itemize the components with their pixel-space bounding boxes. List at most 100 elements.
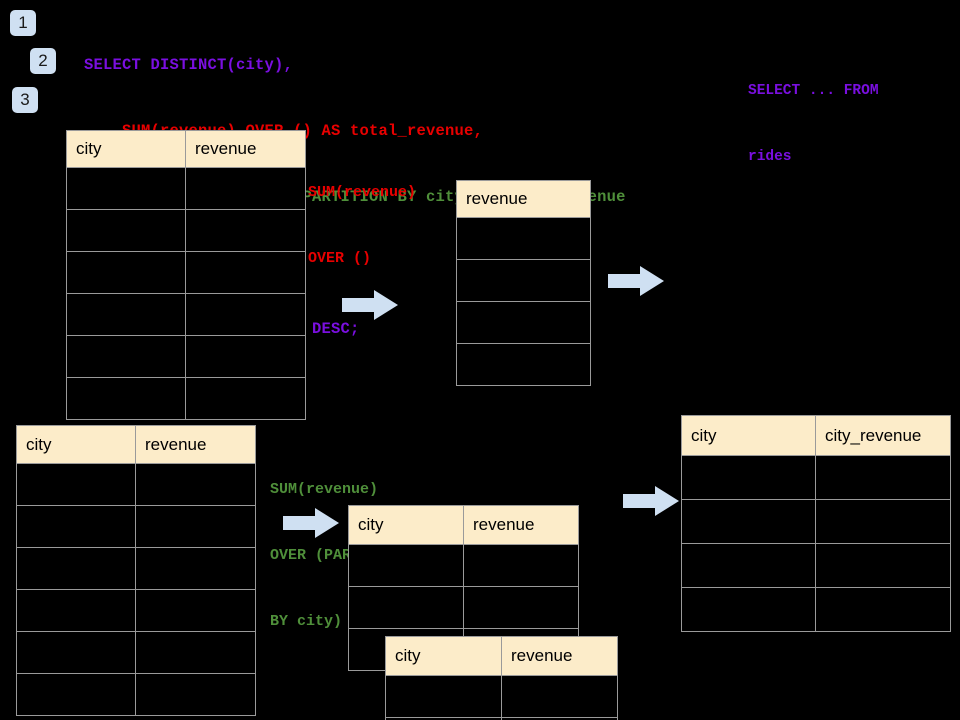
cell-revenue bbox=[501, 717, 618, 720]
annotation-select-from-rides: SELECT ... FROM rides bbox=[748, 36, 879, 212]
annotation-select-from-rides-line2: rides bbox=[748, 149, 792, 165]
table-total-revenue: revenue bbox=[456, 180, 591, 386]
cell-city bbox=[66, 167, 186, 210]
cell-revenue bbox=[135, 631, 256, 674]
sql-line-select: SELECT DISTINCT(city), bbox=[84, 56, 294, 74]
table-row bbox=[385, 675, 618, 718]
table-row bbox=[16, 505, 256, 548]
cell-city bbox=[66, 251, 186, 294]
table-row bbox=[681, 587, 951, 632]
table-header-row: city city_revenue bbox=[681, 415, 951, 456]
table-header-row: revenue bbox=[456, 180, 591, 218]
cell-city bbox=[16, 463, 136, 506]
table-row bbox=[16, 673, 256, 716]
cell-revenue bbox=[456, 301, 591, 344]
table-row bbox=[16, 631, 256, 674]
cell-city-revenue bbox=[815, 499, 951, 544]
cell-revenue bbox=[135, 673, 256, 716]
cell-revenue bbox=[185, 293, 306, 336]
table-header-row: city revenue bbox=[385, 636, 618, 676]
table-row bbox=[66, 293, 306, 336]
table-row bbox=[66, 335, 306, 378]
column-header-city-revenue: city_revenue bbox=[815, 415, 951, 456]
table-row bbox=[66, 167, 306, 210]
annotation-sum-over-partition-line3: BY city) bbox=[270, 613, 343, 630]
column-header-city: city bbox=[16, 425, 136, 464]
table-row bbox=[16, 463, 256, 506]
table-row bbox=[348, 544, 579, 587]
column-header-revenue: revenue bbox=[185, 130, 306, 168]
cell-city bbox=[348, 586, 464, 629]
column-header-revenue: revenue bbox=[456, 180, 591, 218]
cell-revenue bbox=[135, 589, 256, 632]
annotation-sum-over-empty-line1: SUM(revenue) bbox=[308, 184, 417, 201]
cell-revenue bbox=[185, 251, 306, 294]
cell-city bbox=[16, 505, 136, 548]
annotation-select-from-rides-line1: SELECT ... FROM bbox=[748, 83, 879, 99]
column-header-city: city bbox=[66, 130, 186, 168]
cell-city-revenue bbox=[815, 587, 951, 632]
cell-revenue bbox=[185, 167, 306, 210]
cell-revenue bbox=[456, 259, 591, 302]
cell-city bbox=[66, 335, 186, 378]
cell-city bbox=[66, 209, 186, 252]
arrow-partition-to-result bbox=[623, 486, 679, 516]
cell-revenue bbox=[185, 377, 306, 420]
table-row bbox=[456, 259, 591, 302]
table-header-row: city revenue bbox=[16, 425, 256, 464]
step-badge-2: 2 bbox=[30, 48, 56, 74]
cell-city bbox=[16, 589, 136, 632]
column-header-city: city bbox=[385, 636, 502, 676]
arrow-total-to-result bbox=[608, 266, 664, 296]
table-row bbox=[16, 547, 256, 590]
cell-city bbox=[66, 377, 186, 420]
table-row bbox=[16, 589, 256, 632]
cell-city bbox=[16, 547, 136, 590]
table-row bbox=[66, 251, 306, 294]
table-row bbox=[681, 543, 951, 588]
cell-revenue bbox=[463, 544, 579, 587]
arrow-source-to-partition bbox=[283, 508, 339, 538]
cell-revenue bbox=[185, 335, 306, 378]
cell-city bbox=[16, 631, 136, 674]
cell-revenue bbox=[456, 217, 591, 260]
cell-city bbox=[681, 499, 816, 544]
step-badge-3: 3 bbox=[12, 87, 38, 113]
annotation-sum-over-partition-line1: SUM(revenue) bbox=[270, 481, 379, 498]
cell-city-revenue bbox=[815, 455, 951, 500]
table-row bbox=[66, 209, 306, 252]
cell-city bbox=[681, 455, 816, 500]
cell-revenue bbox=[456, 343, 591, 386]
column-header-revenue: revenue bbox=[501, 636, 618, 676]
cell-city bbox=[681, 543, 816, 588]
table-source-bottom: city revenue bbox=[16, 425, 256, 716]
table-result: city city_revenue bbox=[681, 415, 951, 632]
table-row bbox=[66, 377, 306, 420]
table-row bbox=[681, 455, 951, 500]
column-header-city: city bbox=[681, 415, 816, 456]
table-row bbox=[385, 717, 618, 720]
annotation-sum-over-empty-line2: OVER () bbox=[308, 250, 372, 267]
cell-revenue bbox=[135, 505, 256, 548]
column-header-city: city bbox=[348, 505, 464, 545]
cell-revenue bbox=[135, 547, 256, 590]
arrow-source-to-total bbox=[342, 290, 398, 320]
cell-city bbox=[348, 544, 464, 587]
table-row bbox=[681, 499, 951, 544]
table-row bbox=[456, 217, 591, 260]
table-header-row: city revenue bbox=[348, 505, 579, 545]
cell-city bbox=[385, 675, 502, 718]
column-header-revenue: revenue bbox=[463, 505, 579, 545]
cell-revenue bbox=[185, 209, 306, 252]
table-row bbox=[348, 586, 579, 629]
cell-city bbox=[681, 587, 816, 632]
column-header-revenue: revenue bbox=[135, 425, 256, 464]
table-header-row: city revenue bbox=[66, 130, 306, 168]
cell-city bbox=[66, 293, 186, 336]
cell-revenue bbox=[463, 586, 579, 629]
step-badge-1: 1 bbox=[10, 10, 36, 36]
cell-revenue bbox=[135, 463, 256, 506]
table-row bbox=[456, 343, 591, 386]
annotation-sum-over-empty: SUM(revenue) OVER () bbox=[308, 138, 416, 314]
